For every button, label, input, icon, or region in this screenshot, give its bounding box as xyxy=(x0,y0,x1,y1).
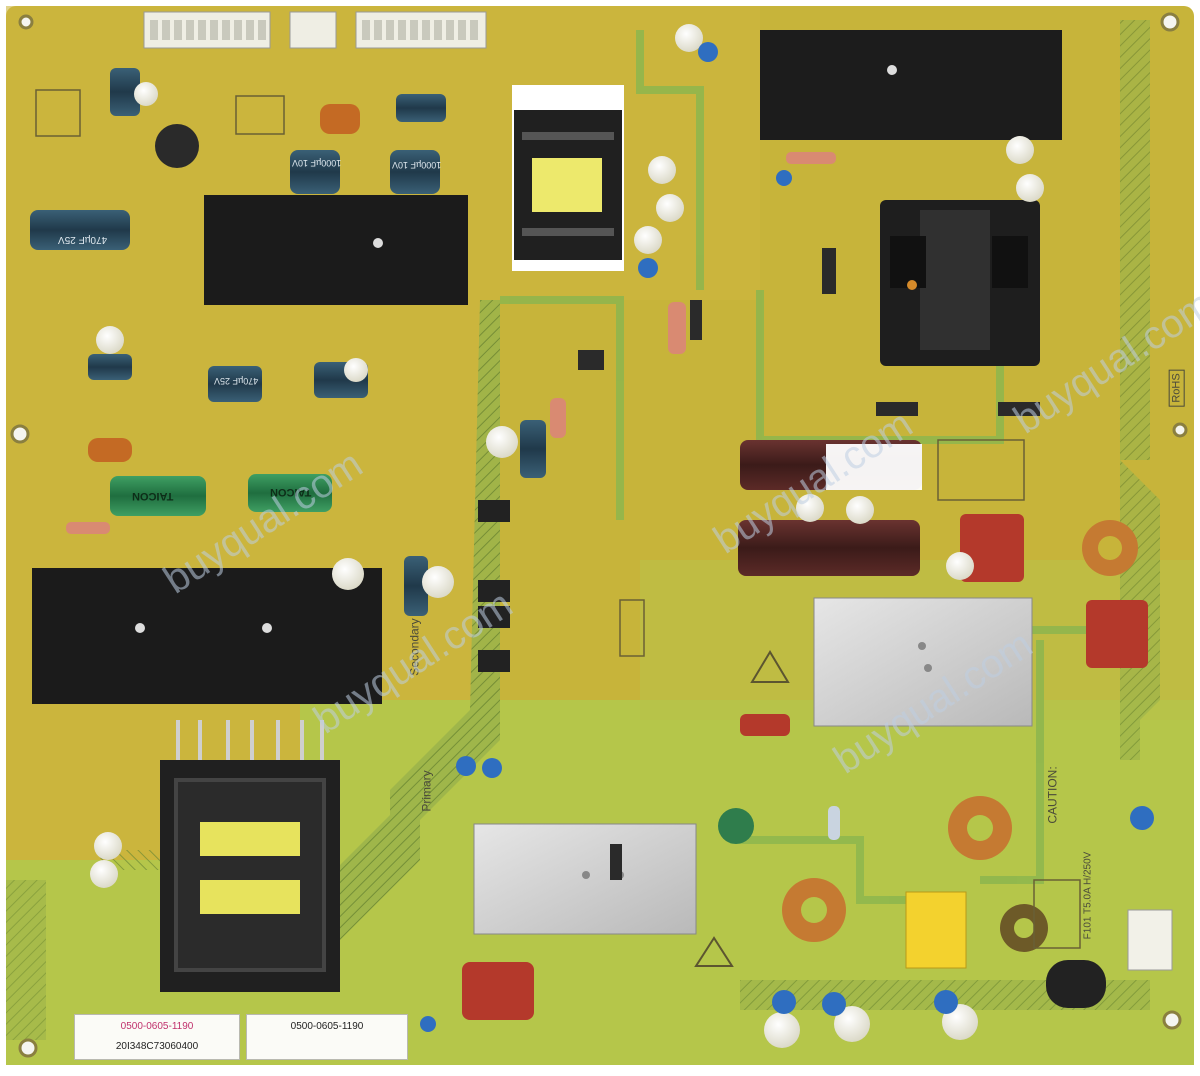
transformer-t601 xyxy=(880,200,1040,366)
shield-hs101 xyxy=(813,597,1033,727)
transformer-t501 xyxy=(512,85,624,271)
capacitor-c402 xyxy=(404,556,428,616)
varistor-va101 xyxy=(1046,960,1106,1008)
connector-cn102 xyxy=(355,11,487,49)
capacitor-c213 xyxy=(390,150,440,194)
heatsink-hs201 xyxy=(204,195,468,305)
sticker-right: 0500-0605-1190 xyxy=(246,1014,408,1060)
choke-lf103 xyxy=(1000,904,1048,952)
connector-cn101 xyxy=(1127,909,1173,971)
taicon-label-1: TAICON xyxy=(132,490,174,502)
capacitor-c206 xyxy=(88,354,132,380)
cap-label-c222: 470µF 25V xyxy=(58,234,108,245)
heatsink-hs601 xyxy=(760,30,1062,140)
capacitor-c101 xyxy=(462,962,534,1020)
connector-cn105 xyxy=(289,11,337,49)
capacitor-c601 xyxy=(738,520,920,576)
sticker-left: 0500-0605-1190 20I348C73060400 xyxy=(74,1014,240,1060)
capacitor-c406 xyxy=(208,366,262,402)
silkscreen-primary: Primary xyxy=(419,770,434,812)
cap-label-c212: 1000µF 10V xyxy=(292,158,342,168)
sticker-right-code: 0500-0605-1190 xyxy=(290,1021,364,1032)
cap-label-c406: 470µF 25V xyxy=(214,376,259,386)
capacitor-taicon-2 xyxy=(248,474,332,512)
inductor-l201 xyxy=(320,104,360,134)
thermistor-th101 xyxy=(718,808,754,844)
buzzer-c202 xyxy=(155,124,199,168)
choke-lf102 xyxy=(948,796,1012,860)
shield-hs102 xyxy=(473,823,697,935)
transformer-t101 xyxy=(160,720,340,992)
capacitor-c203 xyxy=(396,94,446,122)
connector-cn103 xyxy=(143,11,271,49)
capacitor-c607 xyxy=(960,514,1024,582)
cap-label-c213: 1000µF 10V xyxy=(392,160,442,170)
capacitor-taicon-1 xyxy=(110,476,206,516)
capacitor-c222 xyxy=(30,210,130,250)
capacitor-cx101 xyxy=(905,891,967,969)
choke-lf101 xyxy=(782,878,846,942)
silkscreen-rohs: RoHS xyxy=(1168,369,1185,407)
capacitor-c503 xyxy=(740,714,790,736)
sticker-left-serial: 20I348C73060400 xyxy=(115,1041,199,1052)
inductor-l401 xyxy=(88,438,132,462)
silkscreen-caution: CAUTION: xyxy=(1045,766,1060,824)
choke-l603 xyxy=(1082,520,1138,576)
capacitor-c606 xyxy=(1086,600,1148,668)
capacitor-c512 xyxy=(520,420,546,478)
capacitor-c212 xyxy=(290,150,340,194)
sticker-left-code: 0500-0605-1190 xyxy=(120,1021,194,1032)
silkscreen-fuse: F101 T5.0A H/250V xyxy=(1082,851,1094,940)
capacitor-c223 xyxy=(110,68,140,116)
heatsink-hs401 xyxy=(32,568,382,704)
